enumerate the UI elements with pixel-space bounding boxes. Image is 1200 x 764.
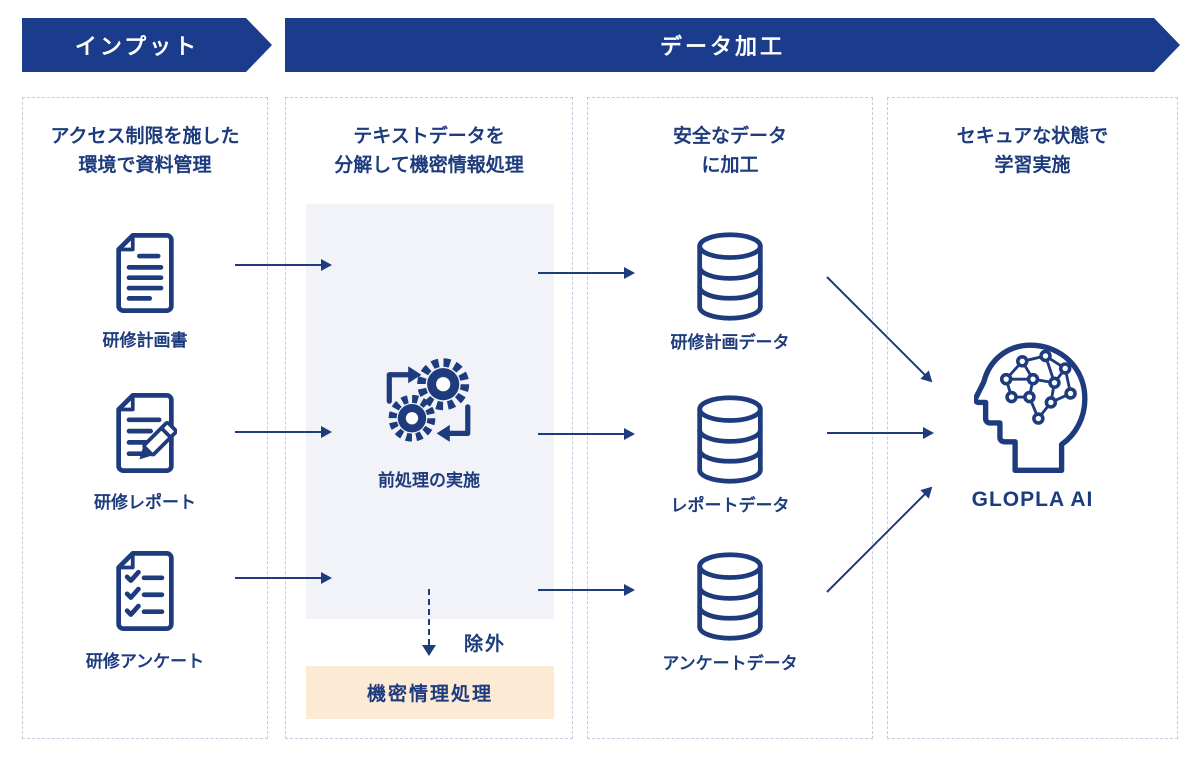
- column-processing-title: テキストデータを 分解して機密情報処理: [334, 126, 524, 177]
- exclusion-label: 除外: [464, 634, 507, 655]
- arrow-doc2-to-processing: [235, 426, 332, 438]
- arrow-doc1-to-processing: [235, 259, 332, 271]
- data-processing-banner: データ加工: [285, 18, 1180, 72]
- data-processing-banner-label: データ加工: [659, 34, 785, 59]
- survey-label: 研修アンケート: [85, 652, 205, 671]
- document-icon: [113, 229, 177, 322]
- plan-data-label: 研修計画データ: [670, 333, 790, 352]
- confidential-processing-label: 機密情理処理: [366, 684, 493, 705]
- exclusion-arrow: [422, 589, 436, 656]
- column-input: アクセス制限を施した 環境で資料管理 研修計画書 研修レポート: [22, 97, 268, 739]
- report-data-label: レポートデータ: [670, 496, 790, 515]
- ai-label: GLOPLA AI: [971, 488, 1094, 511]
- ai-head-brain-icon: [972, 338, 1092, 479]
- report-label: 研修レポート: [94, 493, 196, 512]
- column-data: 安全なデータ に加工 研修計画データ レポートデータ: [587, 97, 873, 739]
- column-ai-title: セキュアな状態で 学習実施: [956, 126, 1109, 177]
- arrow-processing-to-db1: [538, 267, 635, 279]
- checklist-icon: [113, 547, 177, 640]
- input-banner-label: インプット: [74, 34, 200, 59]
- database-icon: [692, 551, 768, 647]
- preprocessing-label: 前処理の実施: [378, 471, 480, 490]
- gears-process-icon: [377, 348, 481, 467]
- column-input-title: アクセス制限を施した 環境で資料管理: [50, 126, 240, 177]
- arrow-doc3-to-processing: [235, 572, 332, 584]
- column-processing: テキストデータを 分解して機密情報処理 前処理の実施 除外 機密情理処理: [285, 97, 573, 739]
- document-label: 研修計画書: [102, 331, 188, 350]
- arrow-processing-to-db2: [538, 428, 635, 440]
- column-ai: セキュアな状態で 学習実施 GLOPLA AI: [887, 97, 1178, 739]
- database-icon: [692, 394, 768, 490]
- arrow-processing-to-db3: [538, 584, 635, 596]
- column-data-title: 安全なデータ に加工: [672, 126, 787, 177]
- report-pencil-icon: [113, 389, 178, 482]
- input-banner: インプット: [22, 18, 272, 72]
- arrow-db2-to-ai: [827, 427, 934, 439]
- survey-data-label: アンケートデータ: [662, 654, 798, 673]
- database-icon: [692, 231, 768, 327]
- confidential-processing-box: 機密情理処理: [306, 666, 554, 719]
